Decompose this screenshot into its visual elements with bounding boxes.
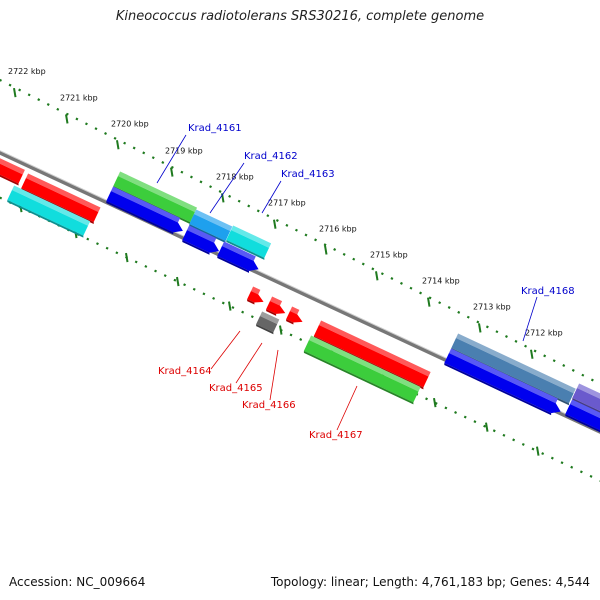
gene-blue-mid-2[interactable] bbox=[217, 241, 259, 273]
gene-label[interactable]: Krad_4168 bbox=[521, 286, 575, 297]
scale-tick-lower bbox=[176, 276, 180, 287]
scale-tick-upper bbox=[65, 114, 69, 124]
gene-red-left-upper[interactable] bbox=[0, 155, 25, 186]
gene-blue-right-edge[interactable] bbox=[565, 399, 600, 433]
scale-label: 2712 kbp bbox=[525, 329, 563, 338]
scale-label: 2717 kbp bbox=[268, 199, 306, 208]
gene-label[interactable]: Krad_4163 bbox=[281, 169, 335, 180]
gene-krad-4165[interactable] bbox=[266, 296, 286, 316]
gene-grey-small[interactable] bbox=[256, 311, 280, 335]
gene-krad-4167[interactable] bbox=[303, 335, 421, 405]
label-leader-line bbox=[522, 296, 538, 342]
gene-cyan-left[interactable] bbox=[7, 185, 91, 238]
scale-tick-lower bbox=[536, 446, 540, 456]
scale-label: 2720 kbp bbox=[111, 119, 149, 128]
label-leader-line bbox=[209, 162, 245, 214]
scale-tick-upper bbox=[478, 323, 482, 333]
gene-label[interactable]: Krad_4161 bbox=[188, 123, 242, 134]
gene-krad-4161-blue[interactable] bbox=[106, 186, 183, 235]
gene-krad-4166[interactable] bbox=[286, 306, 303, 325]
gene-label[interactable]: Krad_4165 bbox=[209, 383, 263, 394]
scale-tick-lower bbox=[125, 252, 129, 263]
scale-tick-upper bbox=[375, 271, 379, 281]
scale-ruler-upper bbox=[0, 78, 600, 386]
scale-label: 2715 kbp bbox=[370, 250, 408, 259]
gene-label[interactable]: Krad_4162 bbox=[244, 151, 298, 162]
gene-label[interactable]: Krad_4164 bbox=[158, 366, 212, 377]
gene-krad-4164[interactable] bbox=[247, 286, 264, 305]
map-title: Kineococcus radiotolerans SRS30216, comp… bbox=[115, 9, 485, 24]
scale-ruler-lower bbox=[0, 196, 600, 482]
scale-tick-lower bbox=[228, 301, 232, 311]
scale-label: 2713 kbp bbox=[473, 302, 511, 311]
label-leader-line bbox=[336, 385, 358, 431]
scale-tick-lower bbox=[279, 325, 283, 335]
scale-tick-lower bbox=[485, 422, 489, 432]
gene-purple-right[interactable] bbox=[572, 383, 600, 416]
label-leader-line bbox=[235, 342, 263, 384]
gene-krad-4162[interactable] bbox=[189, 209, 233, 243]
accession-label: Accession: NC_009664 bbox=[9, 575, 146, 589]
scale-tick-lower bbox=[433, 397, 437, 408]
scale-tick-upper bbox=[324, 245, 328, 255]
scale-tick-upper bbox=[273, 219, 277, 229]
scale-label: 2721 kbp bbox=[60, 93, 98, 102]
label-leader-line bbox=[261, 180, 282, 214]
gene-label[interactable]: Krad_4166 bbox=[242, 400, 296, 411]
label-leader-line bbox=[210, 330, 241, 370]
label-leader-line bbox=[156, 134, 187, 184]
scale-tick-upper bbox=[116, 140, 120, 150]
gene-blue-mid-1[interactable] bbox=[182, 225, 220, 255]
scale-label: 2714 kbp bbox=[422, 277, 460, 286]
backbone-line bbox=[0, 150, 600, 434]
gene-label[interactable]: Krad_4167 bbox=[309, 430, 363, 441]
topology-label: Topology: linear; Length: 4,761,183 bp; … bbox=[270, 575, 590, 589]
scale-label: 2716 kbp bbox=[319, 225, 357, 234]
gene-krad-4163[interactable] bbox=[226, 225, 272, 260]
scale-tick-upper bbox=[170, 167, 174, 177]
scale-label: 2722 kbp bbox=[8, 67, 46, 76]
scale-label: 2719 kbp bbox=[165, 147, 203, 156]
gene-blue-right[interactable] bbox=[444, 348, 561, 416]
scale-tick-upper bbox=[530, 349, 534, 359]
scale-tick-upper bbox=[13, 87, 17, 98]
scale-tick-upper bbox=[427, 297, 431, 307]
label-leader-line bbox=[269, 349, 279, 401]
